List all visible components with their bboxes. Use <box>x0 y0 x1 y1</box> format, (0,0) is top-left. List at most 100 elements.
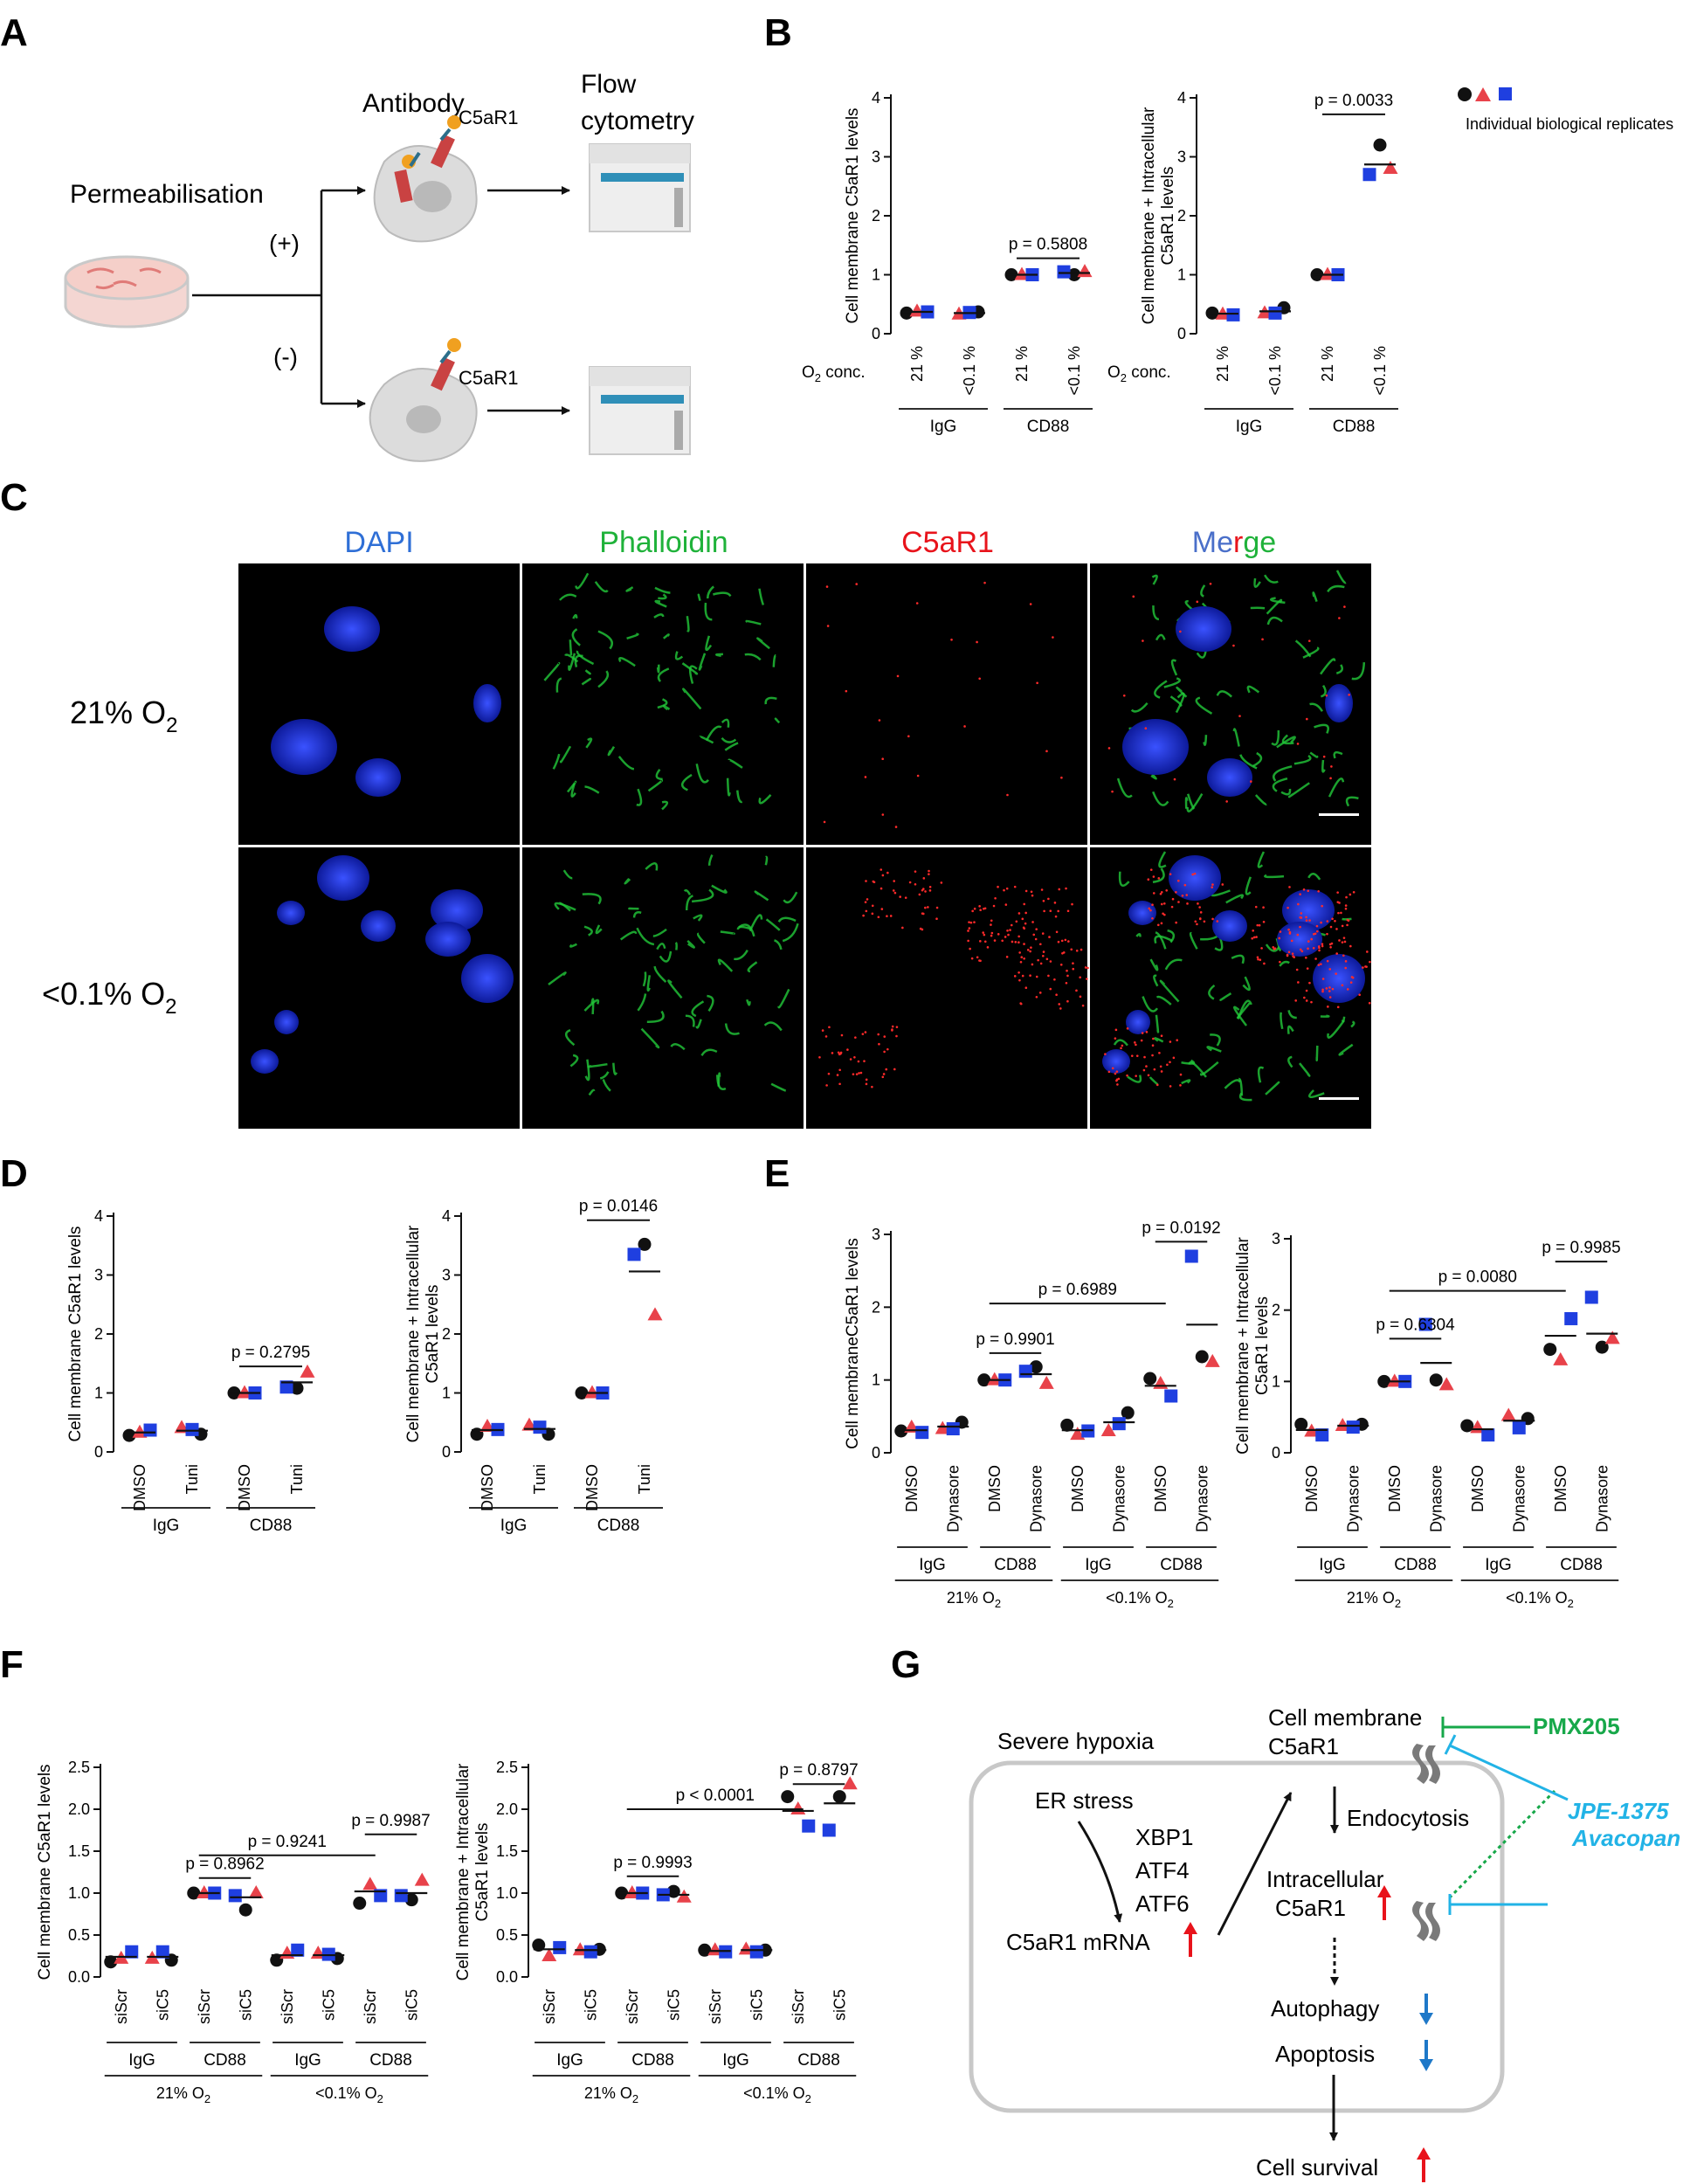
data-point <box>1373 138 1387 152</box>
x-tick-label: Dynasore <box>1344 1465 1362 1532</box>
x-tick-label: DMSO <box>1386 1465 1404 1512</box>
y-tick-label: 2.0 <box>68 1800 90 1818</box>
down-arrow-icon <box>1419 1994 1433 2025</box>
data-point <box>624 1885 640 1898</box>
x-tick-label: Dynasore <box>1593 1465 1611 1532</box>
data-point <box>1268 306 1282 320</box>
group-label: IgG <box>722 2051 749 2070</box>
atf4-label: ATF4 <box>1135 1857 1190 1883</box>
up-arrow-icon <box>1377 1885 1391 1920</box>
micrograph-tile <box>238 563 520 845</box>
plus-label: (+) <box>269 230 300 257</box>
jpe-inhibit-bar-1 <box>1444 1734 1457 1755</box>
c5ar1-label-bottom: C5aR1 <box>459 367 518 389</box>
panel-letter-b: B <box>764 11 792 54</box>
group-label: IgG <box>1236 418 1263 436</box>
condition-label: <0.1% O2 <box>315 2084 383 2105</box>
cell-permeabilised-icon <box>373 115 478 243</box>
data-point <box>676 1889 692 1903</box>
y-tick-label: 3 <box>442 1267 451 1284</box>
group-label: CD88 <box>369 2051 412 2070</box>
y-tick-label: 2.0 <box>496 1800 518 1818</box>
p-value-label: p = 0.2795 <box>231 1344 310 1362</box>
atf6-label: ATF6 <box>1135 1890 1190 1917</box>
x-tick-label: DMSO <box>1303 1465 1321 1512</box>
y-tick-label: 2 <box>1177 207 1186 225</box>
x-tick-label: DMSO <box>583 1464 601 1511</box>
data-point <box>1512 1420 1526 1434</box>
y-tick-label: 1.5 <box>496 1842 518 1860</box>
flow-cytometer-icon <box>589 143 691 232</box>
data-point <box>1038 1375 1054 1389</box>
data-point <box>583 1945 597 1959</box>
x-tick-label: <0.1 % <box>1371 346 1389 396</box>
y-tick-label: 2 <box>872 1298 880 1316</box>
panel-letter-g: G <box>891 1643 921 1686</box>
data-point <box>946 1422 960 1435</box>
data-point <box>1143 1372 1157 1386</box>
mrna-label: C5aR1 mRNA <box>1006 1929 1150 1955</box>
x-tick-label: siScr <box>624 1989 641 2024</box>
down-arrow-icon <box>1419 2040 1433 2071</box>
data-point <box>1564 1311 1578 1325</box>
data-point <box>1429 1373 1443 1387</box>
x-tick-label: siScr <box>196 1989 213 2024</box>
data-point <box>1543 1343 1557 1357</box>
condition-label: 21% O2 <box>156 2084 210 2105</box>
p-value-label: p = 0.5808 <box>1009 236 1087 254</box>
legend-marker-blue <box>1499 87 1512 100</box>
microscopy-grid <box>238 563 1371 1129</box>
er-to-mrna-arrow <box>1077 1821 1123 1923</box>
panel-letter-c: C <box>0 476 28 519</box>
data-point <box>627 1248 641 1261</box>
data-point <box>185 1422 199 1436</box>
x-tick-label: siC5 <box>320 1989 337 2021</box>
data-point <box>1204 1353 1220 1367</box>
data-point <box>842 1776 858 1790</box>
group-label: IgG <box>294 2051 321 2070</box>
group-label: IgG <box>1319 1556 1346 1574</box>
condition-label: <0.1% O2 <box>743 2084 811 2105</box>
data-point <box>300 1364 315 1378</box>
data-point <box>197 1885 212 1898</box>
x-tick-label: siScr <box>541 1989 558 2024</box>
p-value-label: p = 0.8797 <box>779 1761 858 1780</box>
data-point <box>1121 1406 1135 1420</box>
x-tick-label: 21 % <box>908 346 926 382</box>
er-stress-label: ER stress <box>1035 1787 1134 1814</box>
p-value-label: p = 0.6304 <box>1376 1316 1455 1334</box>
x-tick-label: <0.1 % <box>1066 346 1083 396</box>
data-point <box>1320 266 1335 280</box>
p-value-label: p < 0.0001 <box>676 1787 755 1805</box>
x-tick-label: Tuni <box>636 1464 653 1494</box>
x-tick-label: siScr <box>707 1989 724 2024</box>
y-tick-label: 0 <box>1272 1444 1280 1462</box>
intracellular-label: Intracellular <box>1266 1866 1384 1892</box>
apoptosis-label: Apoptosis <box>1275 2041 1375 2067</box>
micrograph-tile <box>522 847 804 1129</box>
group-label: IgG <box>1485 1556 1512 1574</box>
data-point <box>174 1420 190 1434</box>
data-point <box>749 1945 763 1959</box>
data-point <box>1346 1420 1360 1434</box>
legend: Individual biological replicates <box>1458 87 1673 133</box>
data-point <box>143 1423 157 1437</box>
x-tick-label: Dynasore <box>1427 1465 1445 1532</box>
data-point <box>125 1945 139 1959</box>
data-point <box>1029 1360 1043 1374</box>
group-label: CD88 <box>250 1517 293 1535</box>
minus-label: (-) <box>273 343 298 370</box>
cell-membrane-label: Cell membrane <box>1268 1704 1422 1731</box>
autophagy-label: Autophagy <box>1271 1995 1379 2022</box>
jpe-inhibit-line-1 <box>1449 1744 1569 1801</box>
x-tick-label: Tuni <box>183 1464 201 1494</box>
group-label: IgG <box>556 2051 583 2070</box>
micrograph-tile <box>522 563 804 845</box>
xbp1-label: XBP1 <box>1135 1824 1194 1850</box>
cell-membrane-c5ar1-label: C5aR1 <box>1268 1733 1339 1759</box>
